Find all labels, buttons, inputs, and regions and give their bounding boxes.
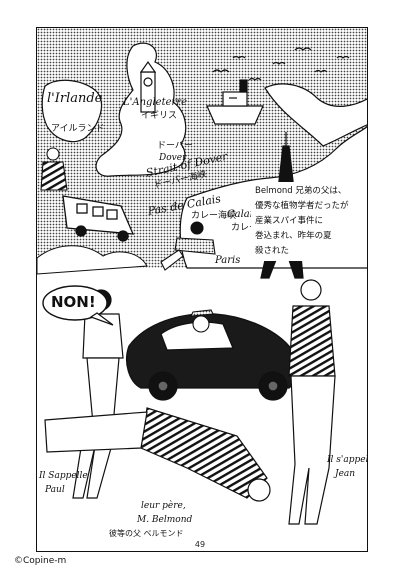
label-ireland-jp: アイルランド bbox=[51, 124, 105, 134]
label-calais-jp: カレー bbox=[231, 223, 259, 233]
caption-line: 殺された bbox=[255, 246, 290, 256]
tour-bus bbox=[62, 195, 135, 242]
caption-line: 産業スパイ事件に bbox=[255, 216, 324, 226]
caption-line: 優秀な植物学者だったが bbox=[255, 201, 349, 211]
cloud-left bbox=[37, 245, 148, 275]
label-paris: Paris bbox=[215, 255, 241, 266]
seagulls bbox=[212, 47, 350, 81]
label-dover: Dover bbox=[159, 153, 187, 163]
label-father-line1: leur père, bbox=[141, 501, 186, 511]
label-ireland: l'Irlande bbox=[47, 91, 103, 106]
europe-map-illustration bbox=[37, 28, 367, 525]
big-ben bbox=[139, 60, 157, 113]
ferry-ship bbox=[206, 79, 264, 125]
label-england-jp: イギリス bbox=[141, 111, 178, 121]
label-father-jp: 彼等の父 ベルモンド bbox=[109, 529, 184, 538]
label-paul-line1: Il Sappelle bbox=[39, 471, 88, 481]
label-jean-line2: Jean bbox=[335, 469, 356, 479]
ireland-landmass bbox=[41, 79, 102, 143]
speech-bubble bbox=[42, 285, 114, 326]
copyright-notice: ©Copine-m bbox=[14, 556, 67, 566]
label-calais: Calais bbox=[227, 209, 259, 220]
father-figure bbox=[44, 407, 271, 502]
page-number: 49 bbox=[194, 540, 206, 549]
label-pas-de-calais-jp: カレー海峡 bbox=[191, 211, 237, 221]
narration-caption: Belmond 兄弟の父は、 優秀な植物学者だったが 産業スパイ事件に 巻込まれ… bbox=[251, 182, 367, 261]
black-car bbox=[126, 313, 298, 401]
reclining-woman bbox=[160, 221, 216, 271]
caption-line: 巻込まれ、昨年の夏 bbox=[255, 231, 332, 241]
tourist-figure bbox=[40, 147, 68, 191]
jean-figure bbox=[288, 279, 336, 525]
north-coast bbox=[264, 83, 367, 147]
caption-line: Belmond 兄弟の父は、 bbox=[255, 186, 347, 196]
comic-panel: l'Irlande アイルランド L'Angleterre イギリス ドーバー … bbox=[36, 27, 368, 552]
label-dover-jp: ドーバー bbox=[157, 141, 193, 151]
label-england: L'Angleterre bbox=[123, 97, 187, 108]
label-father-line2: M. Belmond bbox=[137, 515, 193, 525]
label-paul-line2: Paul bbox=[45, 485, 65, 495]
speech-text: NON! bbox=[51, 293, 96, 311]
driver-figure bbox=[190, 309, 214, 333]
label-jean-line1: Il s'appelle bbox=[327, 455, 367, 465]
